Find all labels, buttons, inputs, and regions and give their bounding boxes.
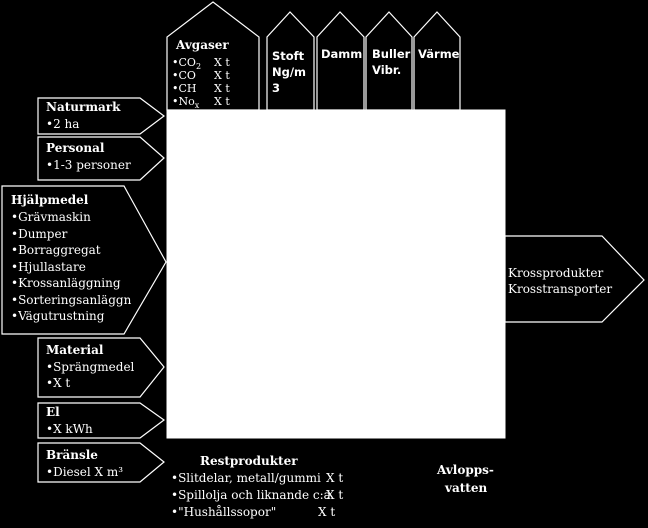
- bransle-arrow: [37, 442, 165, 483]
- avgaser-row-value: X t: [214, 69, 230, 82]
- avgaser-row-nox: •Nox X t: [172, 96, 257, 112]
- process-box: [166, 109, 506, 439]
- buller-line2: Vibr.: [372, 63, 402, 77]
- restprodukter-value: X t: [318, 505, 336, 519]
- hjalpmedel-item: •Sorteringsanläggn: [11, 292, 132, 307]
- restprodukter-value: X t: [326, 471, 344, 485]
- stoft-line3: 3: [272, 81, 281, 95]
- material-arrow: [37, 337, 165, 398]
- bransle-item: •Diesel X m³: [46, 465, 124, 479]
- hjalpmedel-list: •Grävmaskin •Dumper •Borraggregat •Hjull…: [11, 209, 131, 325]
- material-title: Material: [46, 343, 104, 357]
- bransle-title: Bränsle: [46, 448, 98, 462]
- el-item: •X kWh: [46, 422, 93, 436]
- avgaser-row-value: X t: [214, 95, 230, 108]
- avgaser-row-sub: x: [194, 101, 200, 111]
- hjalpmedel-item: •Grävmaskin: [11, 210, 91, 224]
- restprodukter-value: X t: [326, 488, 344, 502]
- avgaser-row-label: •CO: [172, 56, 196, 69]
- stoft-line2: Ng/m: [272, 65, 307, 79]
- naturmark-title: Naturmark: [46, 100, 121, 114]
- avgaser-title: Avgaser: [176, 38, 229, 52]
- avlopp-line1: Avlopps-: [437, 463, 494, 477]
- buller-title: Buller: [372, 47, 411, 61]
- el-arrow: [37, 402, 166, 439]
- el-title: El: [46, 405, 60, 419]
- naturmark-arrow: [37, 97, 165, 135]
- avgaser-row-sub: 2: [195, 62, 202, 72]
- hjalpmedel-item: •Hjullastare: [11, 259, 86, 274]
- damm-title: Damm: [321, 47, 363, 61]
- varme-title: Värme: [418, 47, 460, 61]
- restprodukter-label: •Spillolja och liknande c:a: [171, 488, 331, 502]
- output-line2: Krosstransporter: [508, 282, 613, 296]
- output-line1: Krossprodukter: [508, 266, 604, 280]
- avgaser-row-co2: •CO2 X t: [172, 57, 257, 73]
- personal-title: Personal: [46, 141, 105, 155]
- avgaser-row-value: X t: [214, 56, 230, 69]
- hjalpmedel-arrow: [1, 185, 167, 335]
- hjalpmedel-title: Hjälpmedel: [11, 193, 89, 207]
- restprodukter-label: •"Hushållssopor": [171, 505, 277, 519]
- restprodukter-title: Restprodukter: [200, 454, 298, 468]
- avgaser-row-co: •CO X t: [172, 70, 257, 82]
- personal-item: •1-3 personer: [46, 158, 131, 172]
- material-item: •X t: [46, 376, 71, 390]
- stoft-title: Stoft: [272, 49, 305, 63]
- hjalpmedel-item: •Krossanläggning: [11, 276, 121, 290]
- material-item: •Sprängmedel: [46, 360, 135, 374]
- personal-arrow: [37, 136, 165, 181]
- avlopp-line2: vatten: [445, 481, 488, 495]
- restprodukter-label: •Slitdelar, metall/gummi: [171, 471, 321, 485]
- hjalpmedel-item: •Borraggregat: [11, 243, 101, 257]
- avgaser-row-ch: •CH X t: [172, 83, 257, 95]
- naturmark-item: •2 ha: [46, 117, 80, 131]
- avgaser-row-label: •CO: [172, 69, 196, 82]
- avgaser-row-value: X t: [214, 82, 230, 95]
- hjalpmedel-item: •Vägutrustning: [11, 309, 105, 323]
- avgaser-row-label: •CH: [172, 82, 197, 95]
- avgaser-row-label: •No: [172, 95, 195, 108]
- hjalpmedel-item: •Dumper: [11, 226, 68, 241]
